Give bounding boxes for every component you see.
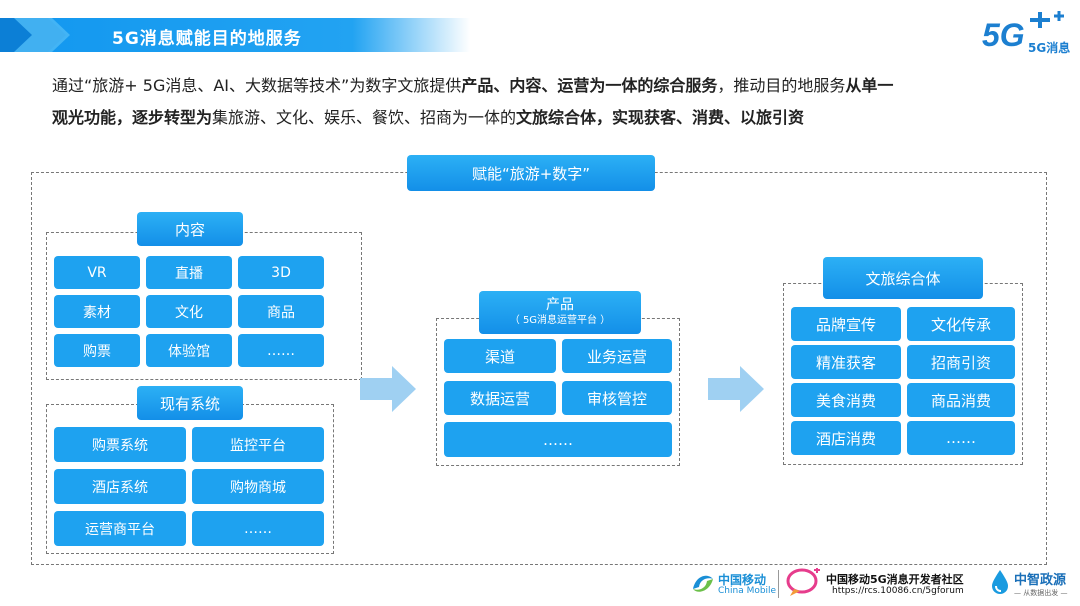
empower-label: 赋能“旅游+数字”: [407, 155, 655, 191]
complex-item: 品牌宣传: [791, 307, 901, 341]
intro-bold-2: 从单一: [845, 76, 894, 95]
partner-subtitle: — 从数据出发 —: [1014, 589, 1068, 597]
water-drop-icon: [992, 570, 1008, 594]
flow-arrow-icon: [708, 366, 764, 412]
product-item: ……: [444, 422, 672, 457]
system-item: 购物商城: [192, 469, 324, 504]
product-subtitle: （ 5G消息运营平台 ）: [509, 314, 611, 326]
content-item: 体验馆: [146, 334, 232, 367]
complex-item: 酒店消费: [791, 421, 901, 455]
5g-message-logo-icon: 5G 5G消息: [982, 11, 1070, 55]
content-item: VR: [54, 256, 140, 289]
logo-text: 5G消息: [1028, 40, 1070, 55]
system-item: 监控平台: [192, 427, 324, 462]
forum-title: 中国移动5G消息开发者社区: [826, 573, 964, 586]
partner-name: 中智政源: [1014, 573, 1067, 588]
china-mobile-en: China Mobile: [718, 586, 777, 596]
product-item: 数据运营: [444, 381, 556, 415]
intro-text-3: 集旅游、文化、娱乐、餐饮、招商为一体的: [212, 108, 517, 127]
system-item: 购票系统: [54, 427, 186, 462]
complex-item: 文化传承: [907, 307, 1015, 341]
svg-text:5G: 5G: [982, 17, 1025, 53]
content-item: 直播: [146, 256, 232, 289]
content-item: 文化: [146, 295, 232, 328]
system-item: ……: [192, 511, 324, 546]
complex-title: 文旅综合体: [823, 257, 983, 299]
content-title: 内容: [137, 212, 243, 246]
complex-item: 商品消费: [907, 383, 1015, 417]
product-item: 审核管控: [562, 381, 672, 415]
content-item: 素材: [54, 295, 140, 328]
forum-url: https://rcs.10086.cn/5gforum: [832, 586, 964, 596]
product-item: 业务运营: [562, 339, 672, 373]
china-mobile-logo-icon: [693, 575, 713, 592]
intro-bold-1: 产品、内容、运营为一体的综合服务: [461, 76, 718, 95]
chat-bubble-icon: [786, 568, 820, 596]
intro-bold-3: 观光功能，逐步转型为: [52, 108, 213, 127]
product-item: 渠道: [444, 339, 556, 373]
title-bar: [0, 18, 470, 52]
system-item: 运营商平台: [54, 511, 186, 546]
intro-text-2: ，推动目的地服务: [717, 76, 846, 95]
content-item: 商品: [238, 295, 324, 328]
flow-arrow-icon: [360, 366, 416, 412]
product-title: 产品: [546, 296, 574, 313]
content-item: ……: [238, 334, 324, 367]
systems-title: 现有系统: [137, 386, 243, 420]
content-item: 购票: [54, 334, 140, 367]
system-item: 酒店系统: [54, 469, 186, 504]
complex-item: 美食消费: [791, 383, 901, 417]
page-title: 5G消息赋能目的地服务: [112, 29, 302, 49]
content-item: 3D: [238, 256, 324, 289]
complex-item: 精准获客: [791, 345, 901, 379]
product-title-box: 产品 （ 5G消息运营平台 ）: [479, 291, 641, 334]
complex-item: ……: [907, 421, 1015, 455]
intro-bold-4: 文旅综合体，实现获客、消费、以旅引资: [516, 108, 805, 127]
china-mobile-cn: 中国移动: [718, 573, 767, 587]
title-chevron-icon: [0, 18, 70, 52]
intro-text-1: 通过“旅游+ 5G消息、AI、大数据等技术”为数字文旅提供: [52, 76, 462, 95]
footer-divider: [778, 570, 779, 598]
complex-item: 招商引资: [907, 345, 1015, 379]
intro-paragraph: 通过“旅游+ 5G消息、AI、大数据等技术”为数字文旅提供产品、内容、运营为一体…: [52, 70, 1042, 134]
